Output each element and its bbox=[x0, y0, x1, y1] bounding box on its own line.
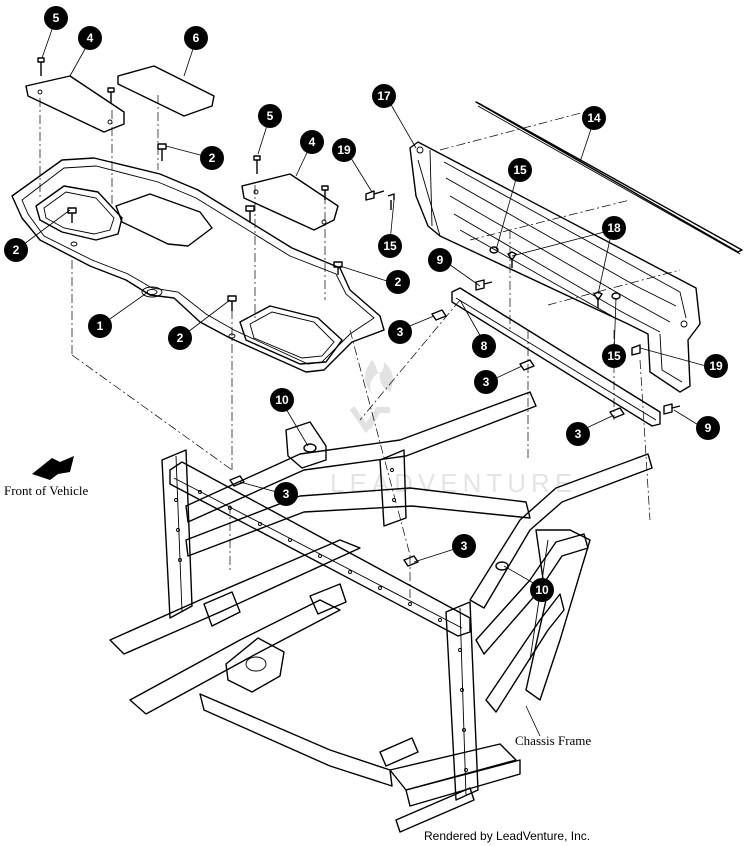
callout-15-upper: 15 bbox=[508, 158, 532, 182]
callout-19-lower: 19 bbox=[704, 354, 728, 378]
callout-2-left: 2 bbox=[4, 238, 28, 262]
rear-panel-part-17 bbox=[409, 141, 701, 393]
callout-10-upper: 10 bbox=[270, 388, 294, 412]
cover-plate-part-4-right bbox=[241, 173, 339, 231]
svg-text:10: 10 bbox=[275, 393, 289, 407]
svg-text:3: 3 bbox=[483, 375, 490, 389]
u-nut-clips bbox=[229, 309, 625, 567]
svg-text:15: 15 bbox=[383, 239, 397, 253]
cover-plate-part-6 bbox=[117, 65, 215, 117]
leadventure-watermark: LEADVENTURE bbox=[330, 360, 572, 498]
svg-text:2: 2 bbox=[13, 243, 20, 257]
front-direction-arrow-icon bbox=[32, 456, 74, 480]
callout-3-b: 3 bbox=[474, 370, 498, 394]
cover-plate-part-4-left bbox=[25, 75, 125, 133]
rendered-by-credit: Rendered by LeadVenture, Inc. bbox=[424, 829, 590, 843]
svg-text:5: 5 bbox=[53, 11, 60, 25]
svg-text:2: 2 bbox=[395, 275, 402, 289]
svg-text:15: 15 bbox=[513, 163, 527, 177]
svg-text:9: 9 bbox=[705, 421, 712, 435]
svg-text:3: 3 bbox=[575, 427, 582, 441]
chassis-frame-label: Chassis Frame bbox=[515, 733, 591, 748]
callout-4-left: 4 bbox=[78, 26, 102, 50]
callout-18: 18 bbox=[602, 216, 626, 240]
callout-9-lower: 9 bbox=[696, 416, 720, 440]
callout-5-left: 5 bbox=[44, 6, 68, 30]
svg-text:3: 3 bbox=[397, 325, 404, 339]
svg-text:2: 2 bbox=[177, 331, 184, 345]
callout-17: 17 bbox=[372, 84, 396, 108]
callout-2-upper: 2 bbox=[200, 146, 224, 170]
callout-9-upper: 9 bbox=[428, 248, 452, 272]
svg-text:14: 14 bbox=[587, 111, 601, 125]
svg-text:15: 15 bbox=[607, 349, 621, 363]
svg-text:5: 5 bbox=[267, 109, 274, 123]
support-bar-part-8 bbox=[451, 287, 661, 427]
callout-leader-lines bbox=[15, 17, 707, 589]
callout-3-e: 3 bbox=[452, 534, 476, 558]
svg-text:9: 9 bbox=[437, 253, 444, 267]
front-of-vehicle-indicator: Front of Vehicle bbox=[4, 456, 88, 498]
callout-4-right: 4 bbox=[300, 130, 324, 154]
alignment-lines bbox=[39, 95, 681, 600]
callout-15-right: 15 bbox=[602, 344, 626, 368]
floor-panel-part-1 bbox=[11, 157, 385, 373]
callout-2-right: 2 bbox=[386, 270, 410, 294]
chassis-frame-callout: Chassis Frame bbox=[515, 705, 591, 748]
svg-text:19: 19 bbox=[337, 143, 351, 157]
svg-text:3: 3 bbox=[283, 487, 290, 501]
svg-text:6: 6 bbox=[193, 31, 200, 45]
callout-3-c: 3 bbox=[566, 422, 590, 446]
callout-5-right: 5 bbox=[258, 104, 282, 128]
callout-3-a: 3 bbox=[388, 320, 412, 344]
svg-text:4: 4 bbox=[87, 31, 94, 45]
svg-text:17: 17 bbox=[377, 89, 391, 103]
svg-text:18: 18 bbox=[607, 221, 621, 235]
svg-text:4: 4 bbox=[309, 135, 316, 149]
svg-text:10: 10 bbox=[535, 583, 549, 597]
trim-strip-part-14 bbox=[475, 101, 743, 255]
svg-text:3: 3 bbox=[461, 539, 468, 553]
callout-8: 8 bbox=[472, 334, 496, 358]
svg-text:1: 1 bbox=[97, 319, 104, 333]
callout-10-lower: 10 bbox=[530, 578, 554, 602]
svg-text:19: 19 bbox=[709, 359, 723, 373]
fasteners bbox=[37, 57, 681, 571]
callout-6: 6 bbox=[184, 26, 208, 50]
callout-2-lower: 2 bbox=[168, 326, 192, 350]
chassis-frame bbox=[109, 391, 653, 833]
front-of-vehicle-label: Front of Vehicle bbox=[4, 483, 88, 498]
callout-1: 1 bbox=[88, 314, 112, 338]
svg-text:8: 8 bbox=[481, 339, 488, 353]
callout-19-upper: 19 bbox=[332, 138, 356, 162]
callout-14: 14 bbox=[582, 106, 606, 130]
callout-15-left: 15 bbox=[378, 234, 402, 258]
svg-text:2: 2 bbox=[209, 151, 216, 165]
callout-3-d: 3 bbox=[274, 482, 298, 506]
